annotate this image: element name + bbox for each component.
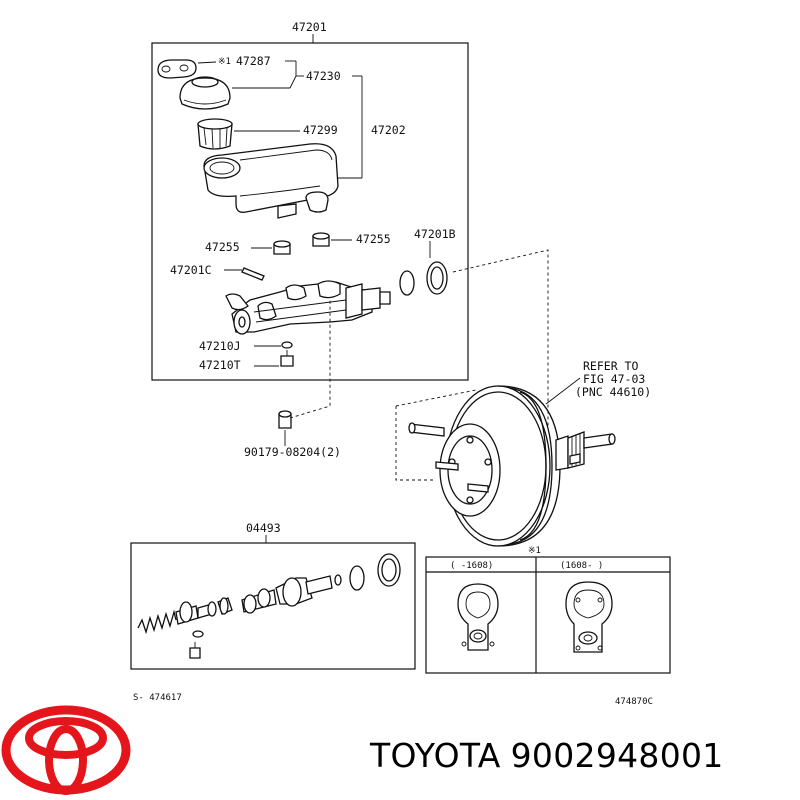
label-47287: 47287: [236, 54, 271, 68]
part-grommet-left: [273, 240, 291, 255]
label-47230: 47230: [306, 69, 341, 83]
part-oring-47201b: [399, 261, 448, 296]
part-number: 9002948001: [510, 736, 724, 775]
part-reservoir-cap: [179, 76, 231, 110]
part-master-cylinder-body: [225, 280, 391, 335]
part-bleeder-47210t: [280, 350, 294, 367]
inset-left-range: ( -1608): [450, 561, 493, 571]
label-47210t: 47210T: [199, 358, 241, 372]
toyota-logo: [1, 705, 131, 795]
refer-line-2: FIG 47-03: [583, 372, 645, 386]
label-04493: 04493: [246, 521, 281, 535]
part-gasket-47210j: [281, 341, 293, 349]
part-nut-90179: [278, 410, 292, 429]
part-gasket-47287: [157, 59, 197, 79]
inset-gasket-old: [457, 583, 499, 651]
brand-name: TOYOTA: [370, 736, 501, 775]
refer-line-1: REFER TO: [583, 359, 638, 373]
note-mark-top: ※1: [218, 57, 231, 67]
label-47201c: 47201C: [170, 263, 212, 277]
part-pin-47201c: [241, 267, 265, 281]
code-left: S- 474617: [133, 693, 182, 703]
label-47202: 47202: [371, 123, 406, 137]
inset-gasket-new: [565, 581, 613, 653]
label-47299: 47299: [303, 123, 338, 137]
label-47255-left: 47255: [205, 240, 240, 254]
label-47255-right: 47255: [356, 232, 391, 246]
label-47201b: 47201B: [414, 227, 456, 241]
kit-box: [130, 542, 416, 670]
part-brake-booster: [408, 385, 616, 547]
code-right: 474870C: [615, 697, 653, 707]
label-47201: 47201: [292, 20, 327, 34]
part-strainer-47299: [197, 118, 233, 150]
part-reservoir-tank: [203, 143, 339, 219]
label-47210j: 47210J: [199, 339, 241, 353]
dashed-guide-booster-top: [452, 249, 549, 426]
note-mark: ※1: [528, 546, 541, 556]
dashed-guide-bolt: [289, 300, 331, 419]
inset-box: [425, 556, 671, 674]
refer-line-3: (PNC 44610): [575, 385, 651, 399]
dashed-guide-booster-left: [395, 406, 436, 481]
kit-parts: [137, 553, 401, 659]
assembly-box: [151, 42, 469, 381]
inset-right-range: (1608- ): [560, 561, 603, 571]
label-90179: 90179-08204(2): [244, 445, 341, 459]
part-grommet-right: [312, 232, 330, 247]
